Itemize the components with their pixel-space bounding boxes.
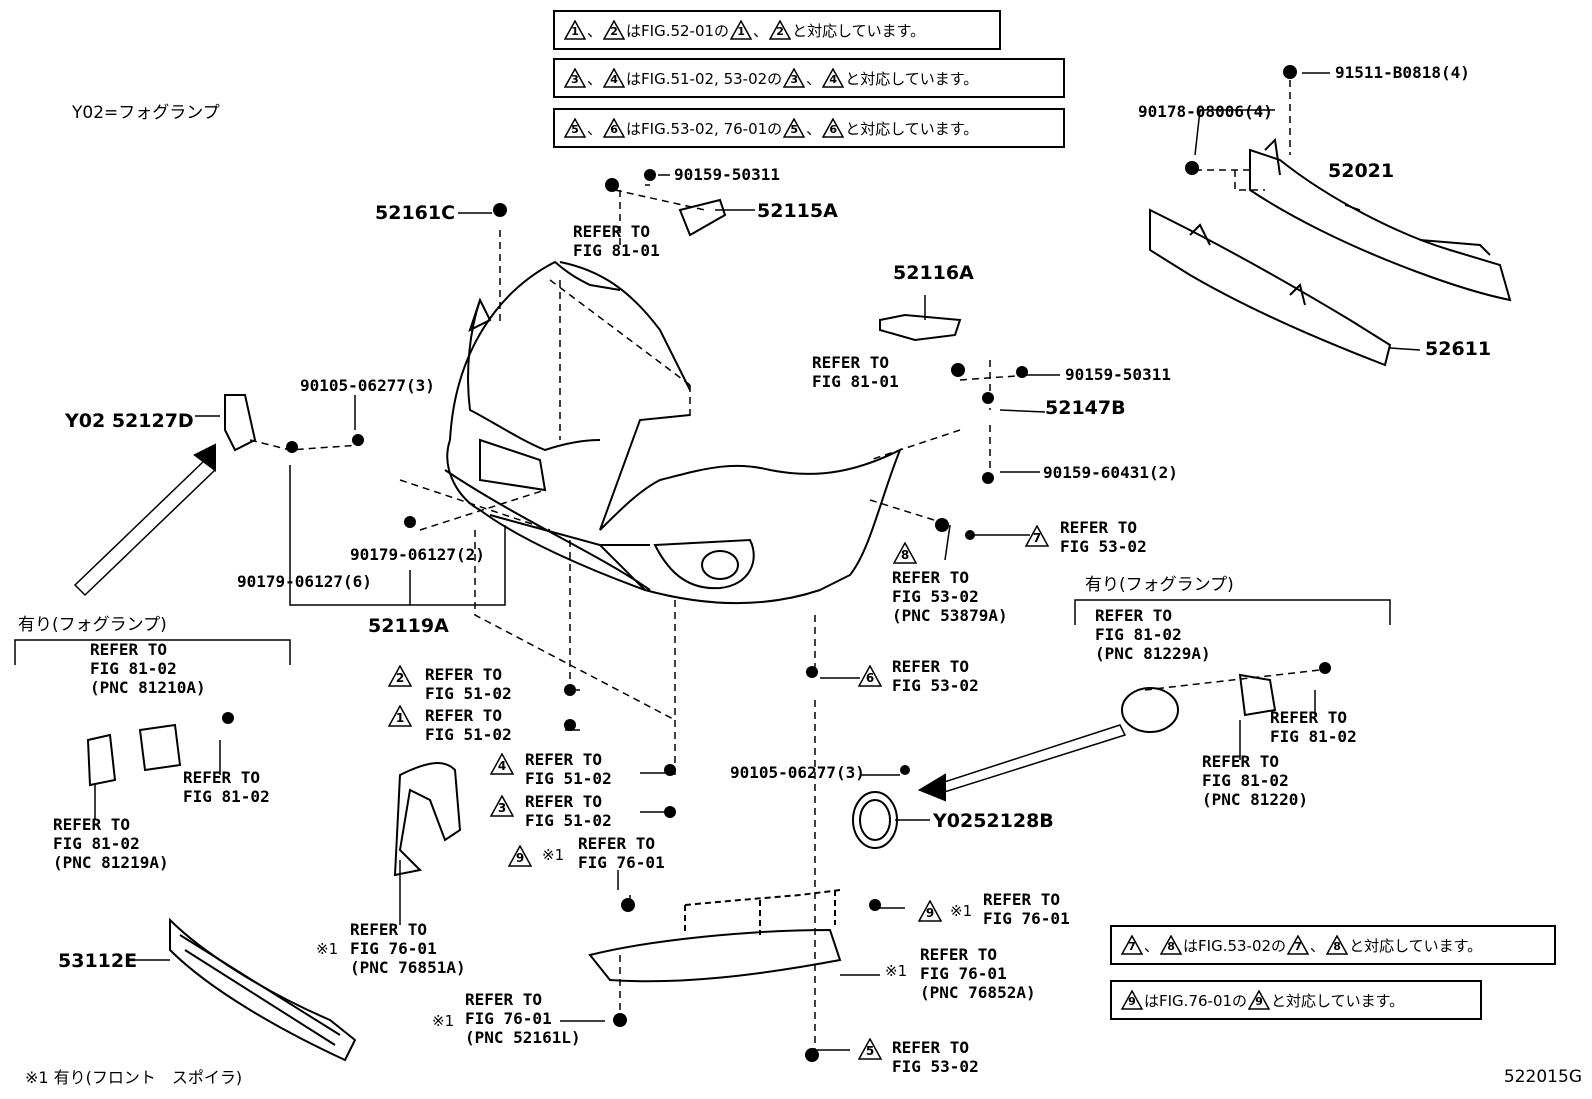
mark-triangle-9a: 9	[507, 844, 533, 867]
part-53112e: 53112E	[58, 950, 138, 972]
clip-90179-2: 90179-06127(2)	[350, 545, 485, 564]
duct-shape	[393, 762, 462, 877]
bolt-90178: 90178-08006(4)	[1138, 102, 1273, 121]
group-label-right: 有り(フォグランプ)	[1085, 575, 1234, 595]
note-5-text: はFIG.76-01の	[1144, 991, 1248, 1010]
part-52021: 52021	[1328, 160, 1395, 182]
note-2-text: はFIG.51-02, 53-02の	[626, 69, 783, 88]
mark-triangle-9b: 9	[917, 899, 943, 922]
refer-81-01-right: REFER TO FIG 81-01	[812, 353, 899, 391]
mark-triangle-5: 5	[857, 1037, 883, 1060]
mark-triangle-8: 8	[892, 541, 918, 564]
bolt-90159-top: 90159-50311	[674, 165, 780, 184]
bracket-52116a-shape	[879, 313, 962, 342]
note-4-text: はFIG.53-02の	[1183, 936, 1287, 955]
bolt-90159-60431: 90159-60431(2)	[1043, 463, 1178, 482]
mark-triangle-1: 1	[387, 704, 413, 727]
refer-53-02-mark8: REFER TO FIG 53-02 (PNC 53879A)	[892, 568, 1008, 625]
refer-51-02-mark1: REFER TO FIG 51-02	[425, 706, 512, 744]
part-52115a: 52115A	[757, 200, 838, 222]
refer-76-01-spoiler: REFER TO FIG 76-01 (PNC 76852A)	[920, 945, 1036, 1002]
asterisk-1b: ※1	[950, 902, 973, 920]
refer-81-02-right-bottom: REFER TO FIG 81-02 (PNC 81220)	[1202, 752, 1308, 809]
refer-76-01-clip: REFER TO FIG 76-01 (PNC 52161L)	[465, 990, 581, 1047]
bolt-91511: 91511-B0818(4)	[1335, 63, 1470, 82]
refer-81-01-top: REFER TO FIG 81-01	[573, 222, 660, 260]
part-52116a: 52116A	[893, 262, 974, 284]
mark-triangle-4: 4	[489, 752, 515, 775]
asterisk-1a: ※1	[542, 846, 565, 864]
bolt-90159-right: 90159-50311	[1065, 365, 1171, 384]
absorber-shape	[1149, 208, 1392, 367]
mark-triangle-7: 7	[1024, 524, 1050, 547]
refer-53-02-mark6: REFER TO FIG 53-02	[892, 657, 979, 695]
refer-53-02-mark7: REFER TO FIG 53-02	[1060, 518, 1147, 556]
y02-legend: Y02=フォグランプ	[72, 103, 220, 123]
asterisk-1e: ※1	[432, 1012, 455, 1030]
refer-51-02-mark3: REFER TO FIG 51-02	[525, 792, 612, 830]
group-label-left: 有り(フォグランプ)	[18, 615, 167, 635]
refer-76-01-mark9b: REFER TO FIG 76-01	[983, 890, 1070, 928]
bolt-90105-right: 90105-06277(3)	[730, 763, 865, 782]
part-52128b: Y0252128B	[933, 810, 1054, 832]
asterisk-1d: ※1	[885, 962, 908, 980]
part-52127d: Y02 52127D	[65, 410, 194, 432]
note-3-text: はFIG.53-02, 76-01の	[626, 119, 783, 138]
note-1-text: はFIG.52-01の	[626, 21, 730, 40]
mark-triangle-3: 3	[489, 794, 515, 817]
refer-81-02-right-top: REFER TO FIG 81-02 (PNC 81229A)	[1095, 606, 1211, 663]
refer-53-02-mark5: REFER TO FIG 53-02	[892, 1038, 979, 1076]
refer-81-02-left-top: REFER TO FIG 81-02 (PNC 81210A)	[90, 640, 206, 697]
bolt-90105-left: 90105-06277(3)	[300, 376, 435, 395]
refer-76-01-duct: REFER TO FIG 76-01 (PNC 76851A)	[350, 920, 466, 977]
asterisk-1c: ※1	[316, 940, 339, 958]
spoiler-shape	[588, 928, 842, 983]
clip-90179-6: 90179-06127(6)	[237, 572, 372, 591]
part-52161c: 52161C	[375, 202, 456, 224]
bumper-cover-shape	[446, 260, 902, 605]
arrow-left	[73, 458, 217, 597]
part-52119a: 52119A	[368, 615, 449, 637]
part-52147b: 52147B	[1045, 397, 1126, 419]
mark-triangle-6: 6	[857, 664, 883, 687]
refer-51-02-mark4: REFER TO FIG 51-02	[525, 750, 612, 788]
refer-81-02-right-mid: REFER TO FIG 81-02	[1270, 708, 1357, 746]
fog-cover-left	[224, 394, 257, 452]
figure-code: 522015G	[1503, 1067, 1582, 1087]
part-52611: 52611	[1425, 338, 1492, 360]
mark-triangle-2: 2	[387, 664, 413, 687]
arrow-right	[934, 724, 1127, 797]
footnote: ※1 有り(フロント スポイラ)	[25, 1068, 243, 1087]
bracket-52115a-shape	[678, 198, 727, 237]
refer-81-02-left-mid: REFER TO FIG 81-02	[183, 768, 270, 806]
refer-51-02-mark2: REFER TO FIG 51-02	[425, 665, 512, 703]
refer-81-02-left-bottom: REFER TO FIG 81-02 (PNC 81219A)	[53, 815, 169, 872]
refer-76-01-mark9a: REFER TO FIG 76-01	[578, 834, 665, 872]
